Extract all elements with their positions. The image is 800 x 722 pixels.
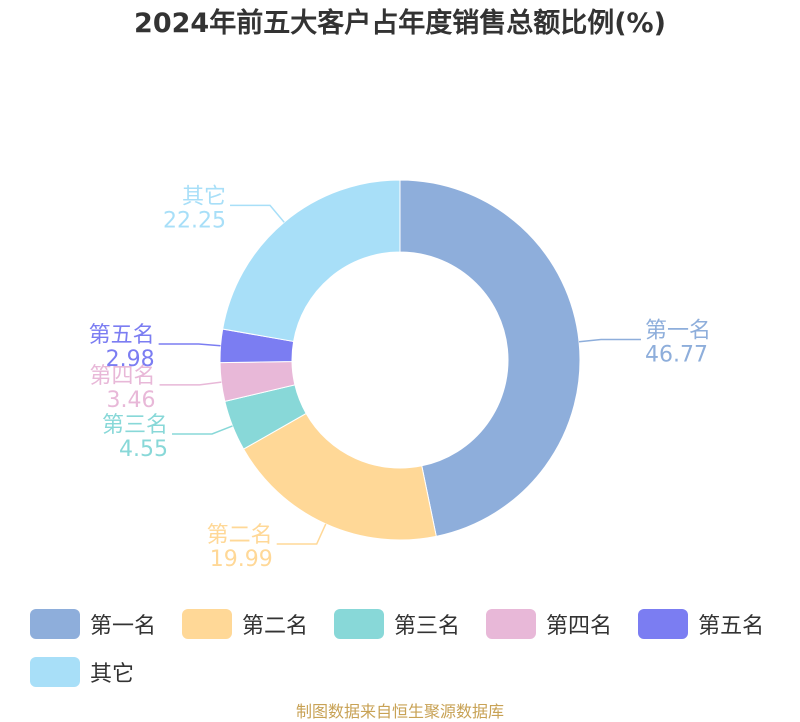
slice-value-3: 4.55 xyxy=(119,437,168,462)
slice-label-2: 第二名 xyxy=(207,523,273,548)
slice-label-3: 第三名 xyxy=(102,413,168,438)
legend-label: 第三名 xyxy=(394,614,461,639)
data-source-note: 制图数据来自恒生聚源数据库 xyxy=(295,702,504,721)
legend-label: 第五名 xyxy=(698,614,765,639)
legend-label: 第一名 xyxy=(90,614,157,639)
leader-line-3 xyxy=(172,425,233,435)
leader-line-4 xyxy=(159,381,222,386)
slice-label-6: 其它 xyxy=(182,184,226,209)
legend-item[interactable]: 第四名 xyxy=(486,608,612,640)
slice-value-1: 46.77 xyxy=(645,343,708,368)
leader-line-2 xyxy=(276,523,327,545)
legend-label: 其它 xyxy=(90,662,135,687)
leader-line-6 xyxy=(230,204,285,223)
slice-6[interactable] xyxy=(222,179,401,343)
legend-swatch xyxy=(30,609,80,639)
legend-swatch xyxy=(30,657,80,687)
slice-label-4: 第四名 xyxy=(90,364,156,389)
slice-label-1: 第一名 xyxy=(645,319,711,344)
leader-line-5 xyxy=(158,343,221,347)
legend-item[interactable]: 第三名 xyxy=(334,608,460,640)
slice-1[interactable] xyxy=(399,179,581,537)
legend: 第一名 第二名 第三名 第四名 第五名其它 xyxy=(30,608,790,688)
leader-line-1 xyxy=(578,338,641,343)
chart-title: 2024年前五大客户占年度销售总额比例(%) xyxy=(134,8,666,39)
slice-value-5: 2.98 xyxy=(106,347,155,372)
slice-2[interactable] xyxy=(242,412,437,541)
legend-item[interactable]: 第一名 xyxy=(30,608,156,640)
legend-label: 第四名 xyxy=(546,614,613,639)
legend-swatch xyxy=(182,609,233,639)
slice-value-2: 19.99 xyxy=(210,547,273,572)
slice-value-6: 22.25 xyxy=(163,208,226,233)
legend-swatch xyxy=(486,609,537,639)
slice-label-5: 第五名 xyxy=(89,323,155,348)
legend-item[interactable]: 第二名 xyxy=(182,608,308,640)
legend-swatch xyxy=(334,609,385,639)
legend-label: 第二名 xyxy=(242,614,309,639)
legend-item[interactable]: 其它 xyxy=(30,656,134,688)
legend-swatch xyxy=(638,609,689,639)
legend-item[interactable]: 第五名 xyxy=(638,608,764,640)
slice-value-4: 3.46 xyxy=(107,388,156,413)
